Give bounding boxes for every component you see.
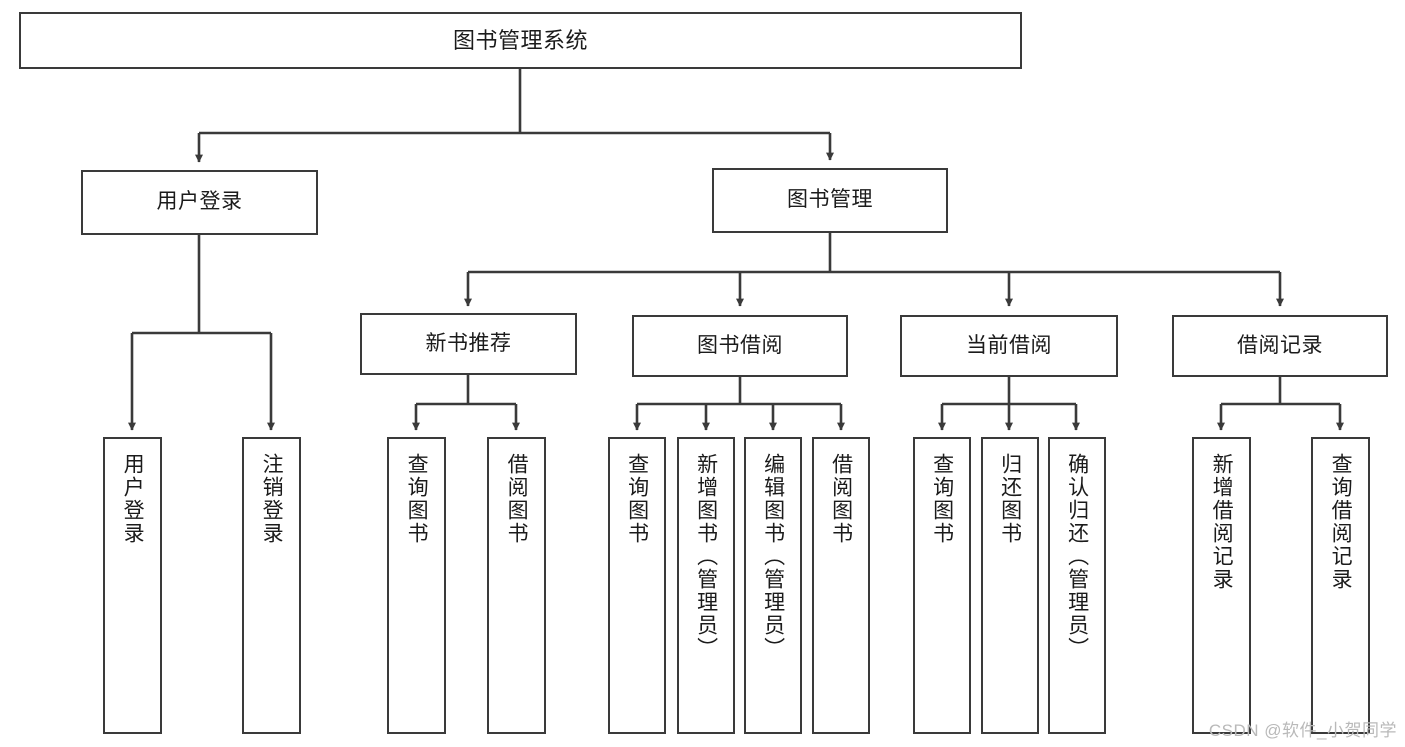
node-label: 借阅图书	[505, 453, 529, 545]
leaf-edit-book-admin[interactable]: 编辑图书（管理员）	[744, 437, 802, 734]
node-label: 新增借阅记录	[1210, 453, 1234, 591]
node-book-management[interactable]: 图书管理	[712, 168, 948, 233]
node-label: 图书借阅	[697, 333, 783, 357]
node-root-book-management-system[interactable]: 图书管理系统	[19, 12, 1022, 69]
node-borrow-record[interactable]: 借阅记录	[1172, 315, 1388, 377]
leaf-borrow-book-new-rec[interactable]: 借阅图书	[487, 437, 546, 734]
node-label: 借阅记录	[1237, 333, 1323, 357]
leaf-return-book[interactable]: 归还图书	[981, 437, 1039, 734]
csdn-watermark: CSDN @软件_小贺同学	[1208, 721, 1397, 740]
node-label: 编辑图书（管理员）	[761, 453, 785, 660]
leaf-logout-login[interactable]: 注销登录	[242, 437, 301, 734]
node-label: 用户登录	[156, 190, 243, 214]
node-user-login[interactable]: 用户登录	[81, 170, 318, 235]
leaf-query-borrow-record[interactable]: 查询借阅记录	[1311, 437, 1370, 734]
leaf-borrow-book-borrow[interactable]: 借阅图书	[812, 437, 870, 734]
node-label: 图书管理	[787, 188, 873, 212]
node-label: 新增图书（管理员）	[694, 453, 718, 660]
leaf-query-book-current[interactable]: 查询图书	[913, 437, 971, 734]
node-label: 查询图书	[405, 453, 429, 545]
leaf-add-book-admin[interactable]: 新增图书（管理员）	[677, 437, 735, 734]
leaf-add-borrow-record[interactable]: 新增借阅记录	[1192, 437, 1251, 734]
leaf-user-login[interactable]: 用户登录	[103, 437, 162, 734]
node-label: 新书推荐	[425, 331, 512, 355]
node-label: 查询图书	[625, 453, 649, 545]
node-label: 归还图书	[998, 453, 1022, 545]
node-label: 借阅图书	[829, 453, 853, 545]
node-book-borrow[interactable]: 图书借阅	[632, 315, 848, 377]
node-new-book-recommendation[interactable]: 新书推荐	[360, 313, 577, 375]
node-label: 查询借阅记录	[1329, 453, 1353, 591]
node-label: 用户登录	[121, 453, 145, 545]
node-label: 查询图书	[930, 453, 954, 545]
node-label: 当前借阅	[966, 333, 1052, 357]
node-label: 确认归还（管理员）	[1065, 453, 1089, 660]
node-label: 图书管理系统	[452, 27, 588, 53]
leaf-query-book-borrow[interactable]: 查询图书	[608, 437, 666, 734]
node-current-borrow[interactable]: 当前借阅	[900, 315, 1118, 377]
node-label: 注销登录	[260, 453, 284, 545]
leaf-query-book-new-rec[interactable]: 查询图书	[387, 437, 446, 734]
leaf-confirm-return-admin[interactable]: 确认归还（管理员）	[1048, 437, 1106, 734]
